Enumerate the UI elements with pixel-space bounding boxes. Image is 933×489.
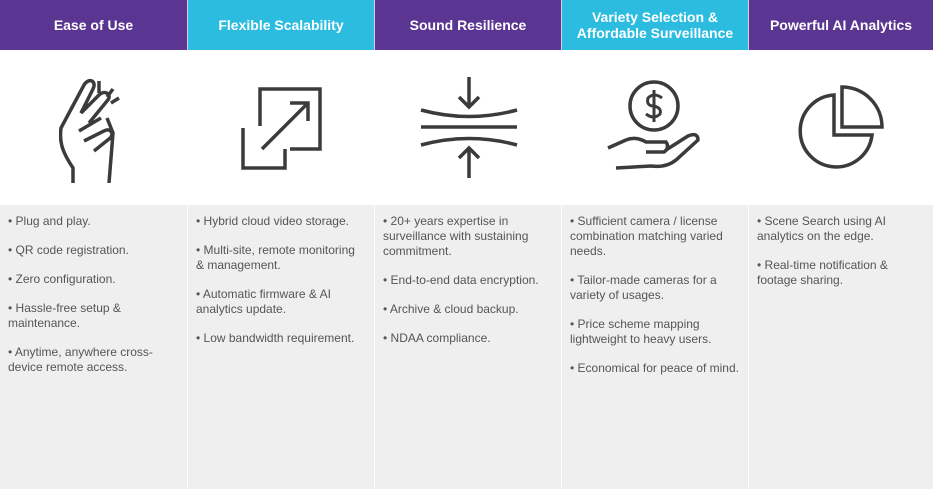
column-header: Sound Resilience	[375, 0, 562, 50]
feature-item: • Low bandwidth requirement.	[196, 331, 355, 345]
column-header: Ease of Use	[0, 0, 188, 50]
column-ai-analytics: Powerful AI Analytics • Scene Search usi…	[749, 0, 933, 489]
column-header: Powerful AI Analytics	[749, 0, 933, 50]
expand-icon	[188, 50, 375, 205]
feature-item: • Zero configuration.	[8, 272, 116, 286]
feature-item: • Hybrid cloud video storage.	[196, 214, 349, 228]
column-sound-resilience: Sound Resilience • 20+ years expertise i…	[375, 0, 562, 489]
feature-item: • 20+ years expertise in surveillance wi…	[383, 214, 529, 258]
feature-item: • Scene Search using AI analytics on the…	[757, 214, 886, 243]
feature-list: • Scene Search using AI analytics on the…	[749, 205, 933, 489]
feature-item: • Anytime, anywhere cross-device remote …	[8, 345, 153, 374]
pie-chart-icon	[749, 50, 933, 205]
feature-item: • Multi-site, remote monitoring & manage…	[196, 243, 355, 272]
feature-item: • Tailor-made cameras for a variety of u…	[570, 273, 717, 302]
feature-item: • Economical for peace of mind.	[570, 361, 739, 375]
feature-item: • Hassle-free setup & maintenance.	[8, 301, 121, 330]
feature-list: • Hybrid cloud video storage. • Multi-si…	[188, 205, 374, 489]
column-header: Flexible Scalability	[188, 0, 375, 50]
feature-item: • Plug and play.	[8, 214, 91, 228]
feature-list: • 20+ years expertise in surveillance wi…	[375, 205, 561, 489]
column-flexible-scalability: Flexible Scalability • Hybrid cloud vide…	[188, 0, 375, 489]
feature-item: • NDAA compliance.	[383, 331, 491, 345]
feature-item: • End-to-end data encryption.	[383, 273, 539, 287]
hand-coin-icon	[562, 50, 749, 205]
snapping-fingers-icon	[0, 50, 188, 205]
column-header: Variety Selection & Affordable Surveilla…	[562, 0, 749, 50]
feature-item: • QR code registration.	[8, 243, 129, 257]
feature-item: • Automatic firmware & AI analytics upda…	[196, 287, 331, 316]
compress-icon	[375, 50, 562, 205]
feature-item: • Archive & cloud backup.	[383, 302, 519, 316]
feature-list: • Plug and play. • QR code registration.…	[0, 205, 187, 489]
feature-list: • Sufficient camera / license combinatio…	[562, 205, 748, 489]
column-variety-selection: Variety Selection & Affordable Surveilla…	[562, 0, 749, 489]
feature-item: • Sufficient camera / license combinatio…	[570, 214, 723, 258]
feature-item: • Real-time notification & footage shari…	[757, 258, 888, 287]
feature-item: • Price scheme mapping lightweight to he…	[570, 317, 712, 346]
column-ease-of-use: Ease of Use • Plug and play. • QR code r…	[0, 0, 188, 489]
